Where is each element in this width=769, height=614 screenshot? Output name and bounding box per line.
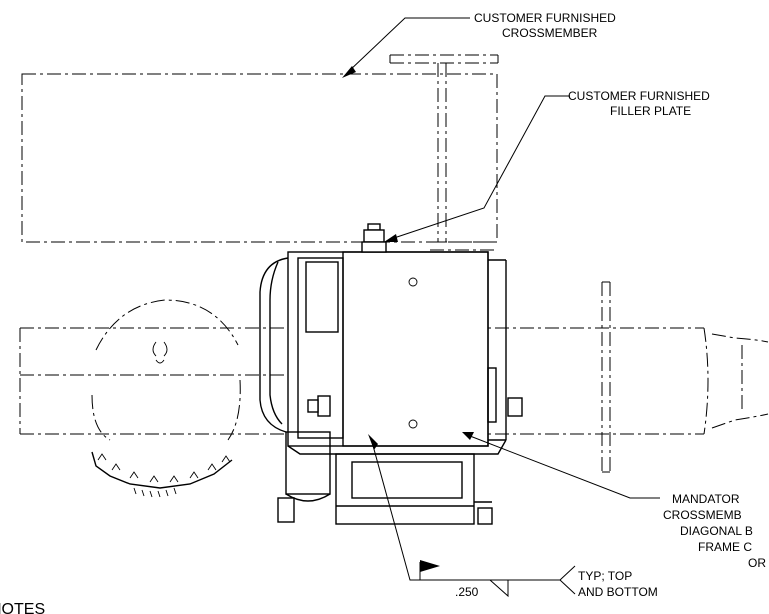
weld-size: .250 [455, 585, 479, 599]
callout-mandatory-line4: FRAME C [698, 540, 752, 554]
callout-filler-line2: FILLER PLATE [610, 104, 691, 118]
leader-filler-plate [384, 95, 570, 242]
callout-mandatory-line5: OR [748, 556, 766, 570]
gear-ring [91, 451, 233, 498]
weld-note-line2: AND BOTTOM [578, 585, 658, 599]
crossmember-phantom [21, 54, 499, 251]
frame-rail-phantom [19, 281, 769, 473]
callout-mandatory-line2: CROSSMEMB [663, 508, 742, 522]
leader-crossmember [342, 17, 470, 78]
weld-note-line1: TYP; TOP [578, 569, 632, 583]
callout-mandatory-line3: DIAGONAL B [680, 524, 753, 538]
leader-mandatory [462, 432, 660, 499]
callout-mandatory-line1: MANDATOR [672, 492, 740, 506]
callout-filler-line1: CUSTOMER FURNISHED [568, 89, 710, 103]
callout-crossmember-line2: CROSSMEMBER [502, 26, 598, 40]
wheel-phantom [91, 299, 241, 441]
notes-heading: NOTES [0, 601, 45, 614]
bracket-assembly [259, 223, 523, 525]
callout-crossmember-line1: CUSTOMER FURNISHED [474, 11, 616, 25]
weld-symbol [368, 434, 576, 598]
